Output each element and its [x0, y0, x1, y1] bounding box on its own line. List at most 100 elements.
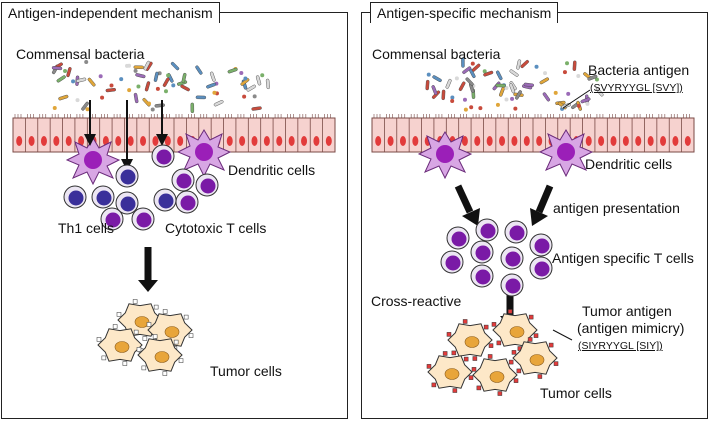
- tumor-surface-marker: [463, 356, 469, 362]
- bacterium: [143, 60, 151, 71]
- tumor-surface-marker: [487, 354, 493, 359]
- bacterium: [471, 63, 481, 72]
- bacterium: [520, 59, 529, 69]
- cytotoxic-t-cell-nucleus: [105, 212, 121, 228]
- bacterium: [105, 87, 116, 93]
- bacterium: [255, 75, 262, 86]
- bacterium: [585, 101, 590, 106]
- epithelial-nucleus: [511, 136, 518, 146]
- th1-cell-nucleus: [120, 196, 136, 212]
- epithelial-nucleus: [251, 136, 258, 146]
- epithelial-nucleus: [65, 136, 72, 146]
- bacterium: [580, 97, 591, 104]
- bacterium: [162, 77, 170, 87]
- tumor-surface-marker: [548, 342, 554, 348]
- bacterium: [209, 71, 216, 82]
- tumor-surface-marker: [476, 385, 482, 391]
- tumor-surface-marker: [188, 333, 194, 338]
- bacteria-antigen-label: Bacteria antigen: [588, 62, 690, 78]
- tumor-surface-marker: [491, 322, 497, 327]
- epithelial-nucleus: [660, 136, 667, 146]
- bacterium: [504, 97, 509, 102]
- bacterium: [71, 79, 76, 84]
- bacterium: [483, 70, 494, 77]
- bacterium: [171, 83, 176, 88]
- epithelial-nucleus: [672, 136, 679, 146]
- tumor-surface-marker: [178, 358, 184, 363]
- antigen-specific-t-cell-nucleus: [534, 238, 550, 254]
- bacterium: [504, 86, 509, 91]
- bacteria-antigen-sequence: (SVYRYYGL [SVY]): [590, 82, 683, 94]
- antigen-presentation-label: antigen presentation: [553, 200, 680, 216]
- epithelial-nucleus: [16, 136, 23, 146]
- tumor-surface-marker: [183, 314, 189, 320]
- bacterium: [462, 66, 472, 74]
- bacterium: [454, 76, 459, 81]
- bacterium: [587, 74, 598, 81]
- antigen-specific-t-cell-nucleus: [475, 245, 491, 261]
- th1-label: Th1 cells: [58, 220, 115, 236]
- tumor-cell-nucleus: [134, 316, 150, 328]
- bacterium: [190, 102, 195, 114]
- bacterium: [462, 97, 467, 102]
- left-bacteria-cluster: [51, 60, 270, 114]
- tumor-antigen-label: Tumor antigen: [582, 303, 672, 319]
- left-dendritic-label: Dendritic cells: [228, 162, 316, 178]
- bacterium: [109, 83, 114, 88]
- bacterium: [240, 78, 250, 86]
- epithelial-nucleus: [499, 136, 506, 146]
- left-t-cells: [63, 144, 219, 231]
- right-tumor-cells: [426, 309, 559, 396]
- cytotoxic-t-cell-nucleus: [156, 149, 172, 165]
- tumor-cell-nucleus: [444, 368, 460, 380]
- tumor-cell-nucleus: [164, 326, 180, 338]
- tumor-surface-marker: [133, 329, 139, 335]
- epithelial-nucleus: [40, 136, 47, 146]
- th1-cell-nucleus: [120, 169, 136, 185]
- tumor-surface-marker: [132, 299, 138, 304]
- bacterium: [206, 82, 217, 89]
- bacterium: [265, 78, 270, 90]
- bacterium: [56, 75, 66, 83]
- bacterium: [84, 60, 89, 65]
- bacterium: [463, 107, 468, 112]
- tumor-cell-nucleus: [464, 336, 480, 348]
- epithelial-nucleus: [536, 136, 543, 146]
- bacterium: [445, 78, 452, 89]
- epithelial-nucleus: [226, 136, 233, 146]
- bacterium: [542, 92, 551, 102]
- tumor-surface-marker: [122, 361, 128, 366]
- bacterium: [441, 89, 446, 101]
- th1-cell-nucleus: [68, 190, 84, 206]
- bacterium: [163, 89, 168, 94]
- antigen-specific-t-cell-nucleus: [505, 278, 521, 294]
- bacterium: [81, 101, 89, 111]
- bacterium: [566, 91, 571, 96]
- epithelial-nucleus: [53, 136, 60, 146]
- right-panel-title: Antigen-specific mechanism: [370, 2, 559, 23]
- epithelial-nucleus: [239, 136, 246, 146]
- bacterium: [543, 71, 548, 76]
- antigen-specific-t-label: Antigen specific T cells: [552, 250, 694, 266]
- bacterium: [553, 90, 558, 95]
- tumor-surface-marker: [136, 347, 142, 352]
- antigen-specific-t-cell-nucleus: [445, 255, 461, 271]
- tumor-cell-nucleus: [529, 354, 545, 366]
- tumor-surface-marker: [483, 324, 489, 330]
- epithelial-nucleus: [152, 136, 159, 146]
- epithelial-nucleus: [461, 136, 468, 146]
- antigen-specific-t-cell-nucleus: [480, 223, 496, 239]
- bacterium: [482, 69, 487, 74]
- bacterium: [576, 103, 581, 108]
- tumor-surface-marker: [141, 365, 147, 371]
- tumor-surface-marker: [153, 304, 159, 310]
- bacterium: [63, 68, 68, 73]
- bacterium: [212, 90, 217, 95]
- bacterium: [513, 106, 518, 111]
- epithelial-nucleus: [523, 136, 530, 146]
- tumor-surface-marker: [426, 364, 432, 369]
- tumor-cell-nucleus: [489, 371, 505, 383]
- bacterium: [127, 63, 132, 68]
- epithelial-nucleus: [684, 136, 691, 146]
- antigen-mimicry-label: (antigen mimicry): [577, 320, 685, 336]
